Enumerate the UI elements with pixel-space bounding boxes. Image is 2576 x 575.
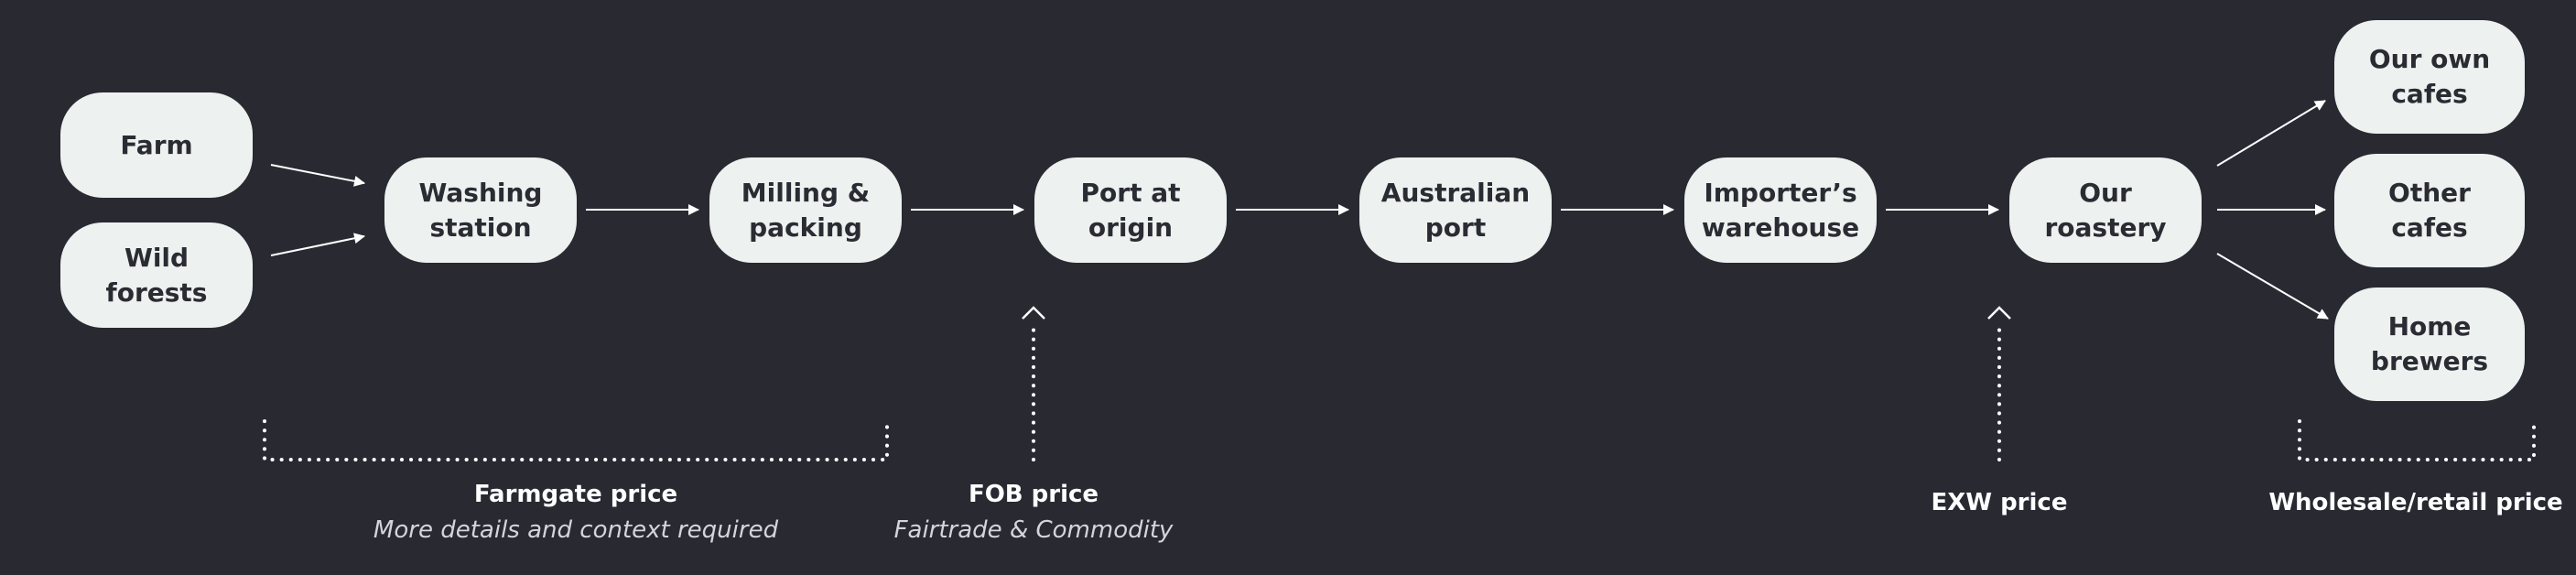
arrow-roastery-to-own-cafes [2216,100,2326,167]
wholesale-retail-price-label: Wholesale/retail price [2268,489,2563,516]
exw-chevron-icon [1987,306,2011,320]
fob-chevron-icon [1022,306,1045,320]
node-other-cafes: Other cafes [2334,154,2525,267]
farmgate-price-label: Farmgate price [473,481,678,508]
node-wild-forests: Wild forests [60,222,253,328]
node-farm: Farm [60,92,253,198]
wholesale-bracket [2298,419,2536,461]
fob-price-label: FOB price [968,481,1099,508]
farmgate-bracket [263,419,889,461]
arrow-roastery-to-home-brewers [2216,253,2329,320]
node-milling-packing: Milling & packing [709,157,902,263]
node-our-roastery: Our roastery [2009,157,2202,263]
node-australian-port: Australian port [1359,157,1552,263]
arrow-farm-to-washing [270,164,365,187]
node-washing-station: Washing station [384,157,577,263]
node-importers-warehouse: Importer’s warehouse [1684,157,1877,263]
node-home-brewers: Home brewers [2334,288,2525,401]
arrow-forests-to-washing [270,233,365,256]
node-port-at-origin: Port at origin [1034,157,1227,263]
fob-price-note: Fairtrade & Commodity [893,516,1174,544]
node-our-own-cafes: Our own cafes [2334,20,2525,134]
exw-price-label: EXW price [1931,489,2068,516]
farmgate-price-note: More details and context required [373,516,779,544]
